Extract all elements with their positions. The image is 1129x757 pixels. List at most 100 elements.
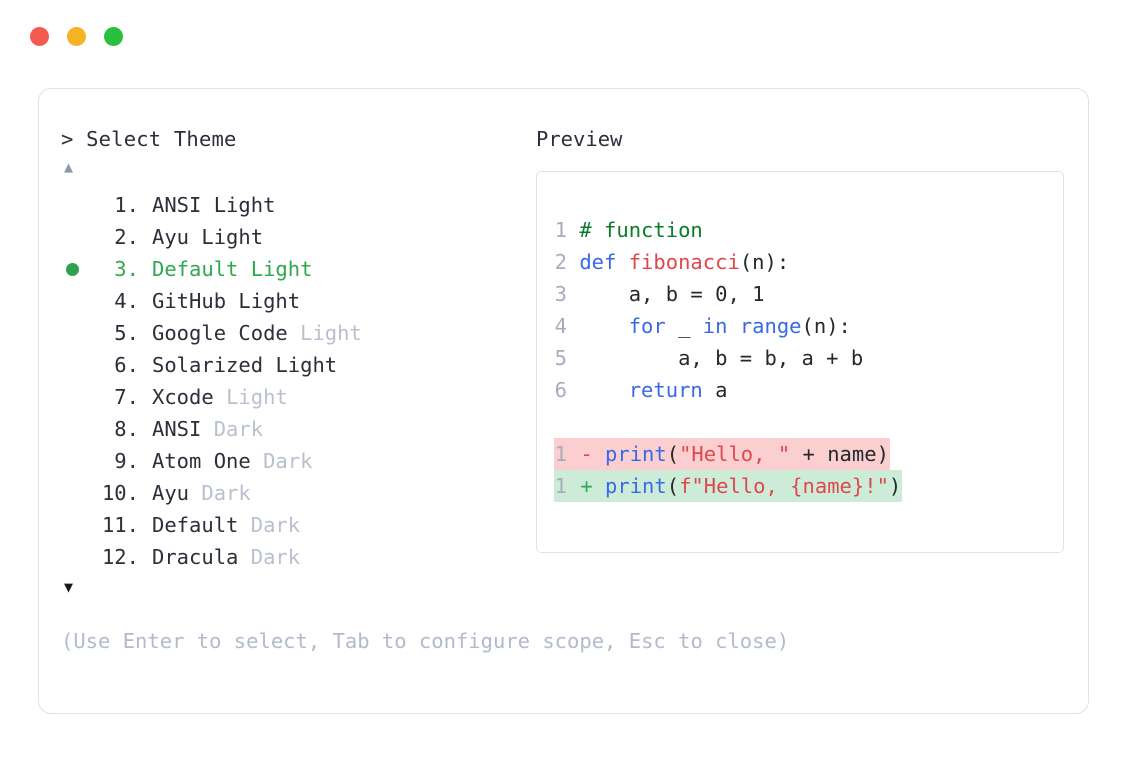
theme-item-suffix-space	[226, 285, 238, 317]
close-button[interactable]	[30, 26, 49, 46]
theme-item-name: Default	[152, 257, 239, 281]
theme-item-number: 8.	[101, 417, 139, 441]
theme-item-variant: Light	[213, 193, 276, 217]
theme-item-number: 4.	[101, 289, 139, 313]
theme-item-variant: Light	[275, 353, 338, 377]
theme-list-item[interactable]: 7. Xcode Light	[61, 381, 531, 413]
theme-item-suffix-space	[288, 317, 300, 349]
theme-item-name: Xcode	[152, 385, 214, 409]
theme-item-suffix-space	[263, 349, 275, 381]
code-line: 6 return a	[554, 374, 902, 406]
theme-list-item[interactable]: 8.ANSI Dark	[61, 413, 531, 445]
theme-item-suffix-space	[189, 221, 201, 253]
theme-list-item[interactable]: 2. Ayu Light	[61, 221, 531, 253]
theme-item-suffix-space	[238, 509, 250, 541]
theme-list-item[interactable]: 1. ANSI Light	[61, 189, 531, 221]
theme-item-variant: Dark	[201, 481, 251, 505]
theme-item-variant: Light	[201, 225, 264, 249]
diff-sign: -	[568, 442, 606, 466]
code-token: f"Hello, {name}!"	[679, 474, 889, 498]
theme-item-variant: Dark	[213, 417, 264, 441]
window-titlebar	[0, 0, 1129, 72]
maximize-button[interactable]	[104, 26, 123, 46]
theme-item-variant: Light	[226, 385, 288, 409]
diff-line-del: 1 - print("Hello, " + name)	[554, 438, 902, 470]
theme-item-number: 6.	[101, 353, 139, 377]
theme-item-variant: Dark	[263, 449, 313, 473]
theme-item-suffix-space	[201, 189, 213, 221]
code-token: (n):	[801, 314, 851, 338]
theme-list-item[interactable]: 9.Atom One Dark	[61, 445, 531, 477]
theme-item-number: 7.	[101, 385, 139, 409]
theme-item-number: 9.	[101, 449, 139, 473]
theme-list-item[interactable]: 6.Solarized Light	[61, 349, 531, 381]
code-token: def	[579, 250, 617, 274]
theme-item-number: 12.	[101, 545, 139, 569]
diff-block: 1 - print("Hello, " + name)1 + print(f"H…	[554, 438, 903, 502]
theme-item-number: 2.	[101, 225, 139, 249]
diff-sign: +	[568, 474, 606, 498]
select-theme-prompt: > Select Theme	[61, 127, 237, 151]
theme-item-number: 5.	[101, 321, 139, 345]
theme-list-item[interactable]: 10. Ayu Dark	[61, 477, 531, 509]
code-token: # function	[579, 218, 703, 242]
theme-list-item[interactable]: 12.Dracula Dark	[61, 541, 531, 573]
preview-label: Preview	[536, 127, 623, 151]
minimize-button[interactable]	[67, 26, 86, 46]
code-token: (	[666, 442, 680, 466]
theme-item-name: GitHub	[152, 289, 227, 313]
code-token	[727, 314, 739, 338]
theme-item-variant: Light	[250, 257, 313, 281]
code-line-number: 6	[554, 378, 567, 402]
code-token: )	[888, 474, 902, 498]
code-token: in	[702, 314, 728, 338]
code-line-number: 3	[554, 282, 567, 306]
code-token: (n):	[739, 250, 790, 274]
theme-item-name: Google Code	[152, 321, 288, 345]
theme-item-number: 3.	[101, 257, 139, 281]
code-line: 5 a, b = b, a + b	[554, 342, 902, 374]
theme-list-item[interactable]: 5.Google Code Light	[61, 317, 531, 349]
code-token: a	[702, 378, 728, 402]
code-token: + name)	[790, 442, 889, 466]
code-token: for	[628, 314, 666, 338]
code-token: a, b = b, a + b	[567, 346, 864, 370]
code-line: 3 a, b = 0, 1	[554, 278, 902, 310]
theme-item-name: Ayu	[152, 225, 190, 249]
code-token: a, b = 0, 1	[567, 282, 765, 306]
theme-item-number: 10.	[101, 481, 139, 505]
code-token: fibonacci	[628, 250, 740, 274]
scroll-up-indicator-icon[interactable]: ▲	[64, 158, 74, 176]
code-token: print	[605, 474, 667, 498]
theme-item-suffix-space	[214, 381, 226, 413]
diff-line-add: 1 + print(f"Hello, {name}!")	[554, 470, 903, 502]
scroll-down-indicator-icon[interactable]: ▼	[64, 578, 74, 596]
code-token: print	[605, 442, 667, 466]
code-line: 1 # function	[554, 214, 902, 246]
theme-item-suffix-space	[201, 413, 213, 445]
theme-item-name: Ayu	[152, 481, 190, 505]
theme-item-suffix-space	[238, 253, 250, 285]
code-token	[567, 250, 579, 274]
code-token	[567, 218, 579, 242]
theme-list-item[interactable]: 11.Default Dark	[61, 509, 531, 541]
theme-item-name: Dracula	[152, 545, 239, 569]
diff-line-number: 1	[554, 474, 567, 498]
theme-item-number: 1.	[101, 193, 139, 217]
theme-item-number: 11.	[101, 513, 139, 537]
selected-bullet-icon	[66, 262, 79, 276]
diff-band: 1 + print(f"Hello, {name}!")	[554, 470, 903, 502]
keyboard-hint: (Use Enter to select, Tab to configure s…	[61, 629, 790, 653]
theme-item-suffix-space	[238, 541, 250, 573]
code-token	[616, 250, 628, 274]
code-line-number: 1	[554, 218, 567, 242]
theme-item-name: ANSI	[152, 193, 202, 217]
code-token: return	[628, 378, 703, 402]
code-line: 4 for _ in range(n):	[554, 310, 902, 342]
theme-picker-card: > Select Theme ▲ 1. ANSI Light 2. Ayu Ligh…	[38, 88, 1089, 714]
theme-list-item[interactable]: 4.GitHub Light	[61, 285, 531, 317]
theme-list-item[interactable]: 3. Default Light	[61, 253, 531, 285]
